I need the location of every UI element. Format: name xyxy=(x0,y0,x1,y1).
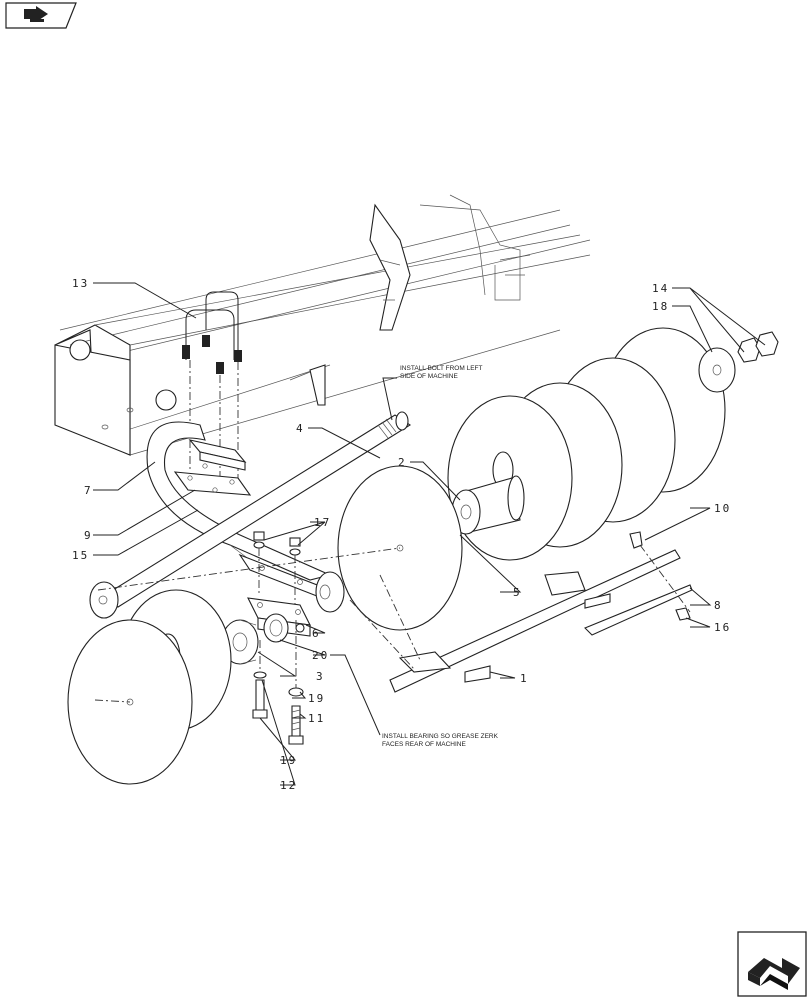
nav-arrow-icon[interactable] xyxy=(5,2,77,29)
clamp-plates xyxy=(173,439,252,496)
note-bolt-line1: INSTALL BOLT FROM LEFT xyxy=(400,365,482,372)
callout-1: 1 xyxy=(520,672,529,685)
u-bolt-assembly xyxy=(182,291,242,490)
callout-7: 7 xyxy=(84,484,93,497)
callout-8: 8 xyxy=(714,599,723,612)
center-lines xyxy=(94,547,421,703)
callout-20: 20 xyxy=(312,649,329,662)
note-bearing-line1: INSTALL BEARING SO GREASE ZERK xyxy=(382,733,499,740)
callout-6: 6 xyxy=(312,627,321,640)
callout-18: 18 xyxy=(652,300,669,313)
callout-19a: 19 xyxy=(308,692,325,705)
axle xyxy=(89,411,412,619)
note-bearing-line2: FACES REAR OF MACHINE xyxy=(382,741,466,748)
callout-3: 3 xyxy=(316,670,325,683)
frame xyxy=(54,194,591,456)
spring-arm xyxy=(146,421,342,607)
callout-11: 11 xyxy=(308,712,325,725)
hardware-17 xyxy=(253,531,301,610)
bolts-lower xyxy=(252,620,304,745)
bearing-block xyxy=(247,597,311,643)
callout-16: 16 xyxy=(714,621,731,634)
install-notes: INSTALL BOLT FROM LEFT SIDE OF MACHINE I… xyxy=(382,365,499,748)
callout-2: 2 xyxy=(398,456,407,469)
note-bolt-line2: SIDE OF MACHINE xyxy=(400,373,458,380)
return-arrow-icon[interactable] xyxy=(737,931,807,997)
callout-10: 10 xyxy=(714,502,731,515)
callout-15: 15 xyxy=(72,549,89,562)
callout-5: 5 xyxy=(513,586,522,599)
callout-9: 9 xyxy=(84,529,93,542)
callout-19b: 19 xyxy=(280,754,297,767)
callout-12: 12 xyxy=(280,779,297,792)
callout-17: 17 xyxy=(314,516,331,529)
callout-14: 14 xyxy=(652,282,669,295)
callout-4: 4 xyxy=(296,422,305,435)
callout-labels: 1 2 3 4 5 6 7 8 9 10 11 12 13 14 15 16 1… xyxy=(72,277,731,792)
callout-13: 13 xyxy=(72,277,89,290)
leader-lines xyxy=(93,282,766,786)
